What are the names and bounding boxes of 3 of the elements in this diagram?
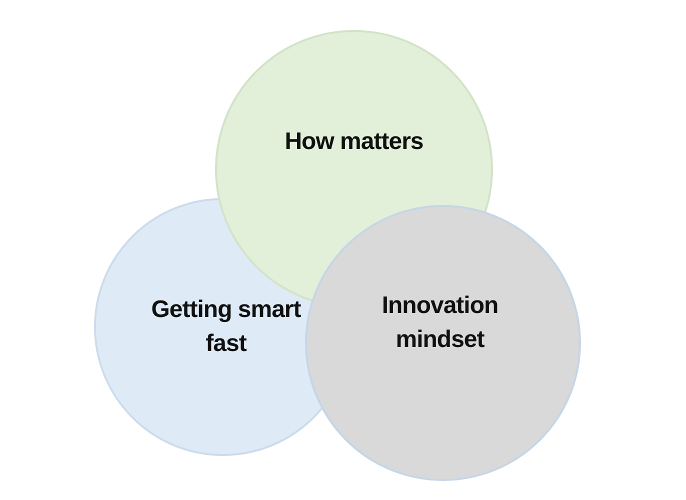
circle-label: How matters bbox=[284, 127, 424, 157]
circle-label: Innovation mindset bbox=[380, 291, 500, 355]
circle-label: Getting smart fast bbox=[150, 295, 302, 359]
